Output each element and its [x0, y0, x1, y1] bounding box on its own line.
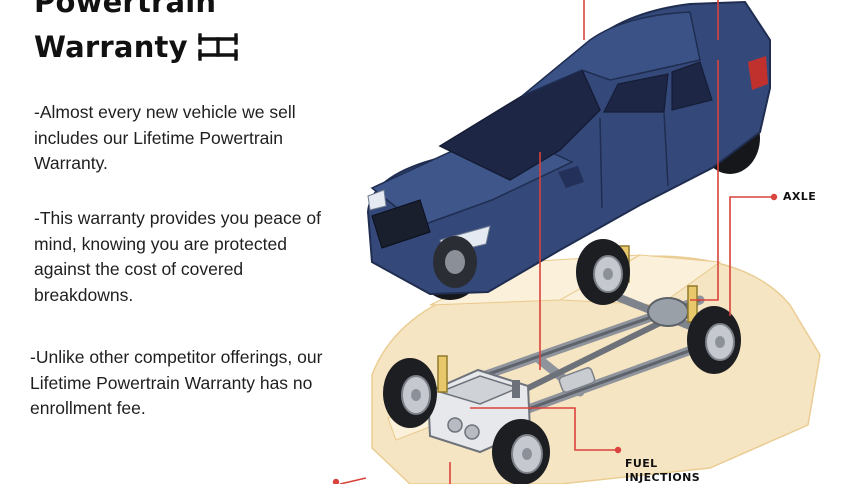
paragraph-peace-of-mind: -This warranty provides you peace of min…	[34, 208, 321, 305]
paragraph-no-fee: -Unlike other competitor offerings, our …	[30, 347, 323, 418]
wheel-front-left	[383, 358, 437, 428]
wheel-front-right	[492, 419, 550, 484]
callout-dots	[332, 193, 778, 484]
callout-fuel-injections: FUEL INJECTIONS	[625, 457, 701, 484]
car-body	[366, 0, 771, 300]
heading-line-2: Warranty	[34, 32, 240, 62]
drivetrain-icon	[198, 33, 238, 61]
wheel-rear-right	[687, 306, 741, 374]
wheel-rear-left	[576, 239, 630, 305]
callout-lines	[339, 0, 774, 484]
paragraph-coverage: -Almost every new vehicle we sell includ…	[34, 102, 296, 173]
callout-axle: AXLE	[783, 190, 817, 203]
heading-line-1: Powertrain	[34, 0, 217, 19]
